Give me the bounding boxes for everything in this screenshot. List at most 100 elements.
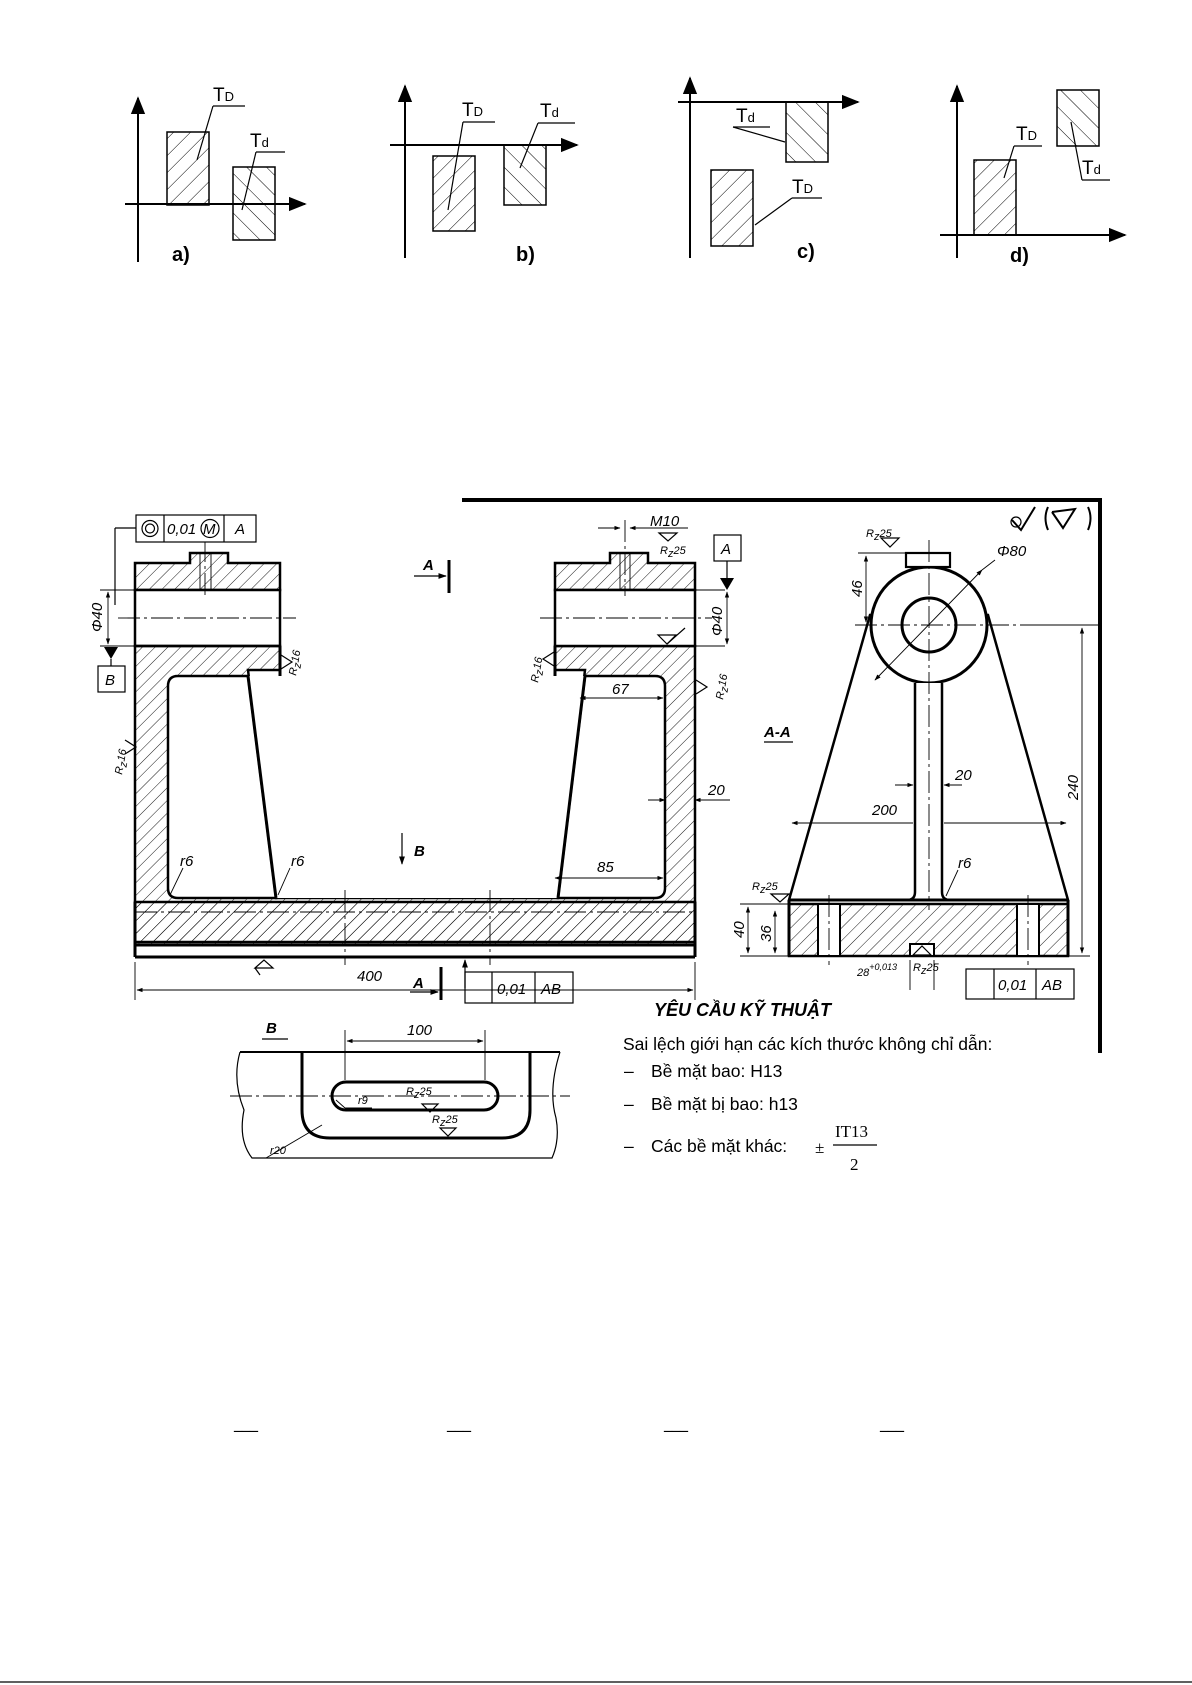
hole-tolerance-label: TD xyxy=(792,177,813,198)
svg-text:Rz16: Rz16 xyxy=(714,672,733,701)
requirement-item: Bề mặt bị bao: h13 xyxy=(651,1094,798,1114)
section-a-a-view: A-A Φ80 46 200 20 xyxy=(731,506,1100,1000)
svg-text:M: M xyxy=(203,521,216,538)
diagram-label: c) xyxy=(797,241,815,263)
front-dimensions: 400 67 85 20 r6 r6 xyxy=(134,681,730,1000)
section-marker-a-top: A xyxy=(414,557,451,593)
view-title: B xyxy=(266,1020,277,1037)
svg-text:2: 2 xyxy=(850,1155,859,1174)
svg-text:Rz16: Rz16 xyxy=(287,648,306,677)
position-tolerance-frame: 0,01 M A xyxy=(114,514,257,605)
svg-text:Rz25: Rz25 xyxy=(913,962,940,977)
shaft-tolerance-label: Td xyxy=(736,106,755,127)
svg-text:240: 240 xyxy=(1065,774,1082,801)
svg-text:67: 67 xyxy=(612,681,629,698)
svg-text:400: 400 xyxy=(357,968,383,985)
left-boss-hatch xyxy=(133,551,282,592)
thread-callout: M10 xyxy=(598,513,688,531)
svg-text:r6: r6 xyxy=(180,853,194,870)
svg-text:A: A xyxy=(720,541,731,558)
svg-text:r9: r9 xyxy=(358,1095,368,1107)
hole-tolerance-label: TD xyxy=(462,100,483,121)
diagram-label: a) xyxy=(172,244,190,266)
tolerance-diagram-c: Td TD c) xyxy=(678,76,860,263)
shaft-tolerance-zone xyxy=(1056,89,1100,147)
drawing-frame xyxy=(462,498,1102,1053)
svg-text:Rz16: Rz16 xyxy=(113,747,132,776)
diagram-label: d) xyxy=(1010,245,1029,267)
datum-a-marker: A xyxy=(713,534,742,590)
svg-text:–: – xyxy=(624,1061,634,1081)
roughness-symbols-front: Rz16 Rz16 Rz16 Rz16 Rz25 xyxy=(113,532,733,976)
svg-text:B: B xyxy=(414,843,425,860)
svg-text:r6: r6 xyxy=(291,853,305,870)
svg-text:Φ40: Φ40 xyxy=(89,602,106,632)
svg-text:AB: AB xyxy=(1041,977,1062,994)
svg-text:Rz25: Rz25 xyxy=(432,1114,459,1129)
svg-text:28+0,013: 28+0,013 xyxy=(856,962,897,979)
requirement-item: Các bề mặt khác: xyxy=(651,1136,787,1156)
svg-text:0,01: 0,01 xyxy=(497,981,526,998)
tolerance-diagram-b: TD Td b) xyxy=(390,84,579,266)
shaft-tolerance-zone xyxy=(785,101,829,163)
section-title: A-A xyxy=(763,724,791,741)
svg-text:Φ40: Φ40 xyxy=(709,606,726,636)
requirements-title: YÊU CẦU KỸ THUẬT xyxy=(654,999,833,1020)
hole-tolerance-label: TD xyxy=(1016,124,1037,145)
svg-text:A: A xyxy=(422,557,434,574)
diagram-label: b) xyxy=(516,244,535,266)
svg-text:___: ___ xyxy=(879,1413,905,1433)
svg-text:100: 100 xyxy=(407,1022,433,1039)
view-b-detail: B 100 r9 r20 Rz25 Rz25 xyxy=(230,1020,570,1159)
svg-text:20: 20 xyxy=(954,767,972,784)
front-section-view xyxy=(118,520,712,965)
general-roughness-symbol xyxy=(1010,506,1092,532)
svg-text:A: A xyxy=(234,521,245,538)
view-marker-b: B xyxy=(399,833,425,865)
svg-text:Rz25: Rz25 xyxy=(866,528,893,543)
svg-text:A: A xyxy=(412,975,424,992)
svg-text:20: 20 xyxy=(707,782,725,799)
technical-requirements: YÊU CẦU KỸ THUẬT Sai lệch giới hạn các k… xyxy=(623,999,992,1174)
dim-phi40-left: Φ40 xyxy=(89,589,135,647)
svg-text:±: ± xyxy=(815,1138,824,1157)
shaft-tolerance-zone xyxy=(232,166,276,241)
tolerance-diagram-d: TD Td d) xyxy=(940,84,1127,267)
svg-text:0,01: 0,01 xyxy=(998,977,1027,994)
svg-text:–: – xyxy=(624,1094,634,1114)
svg-text:___: ___ xyxy=(663,1413,689,1433)
svg-text:200: 200 xyxy=(871,802,898,819)
svg-text:AB: AB xyxy=(540,981,561,998)
shaft-tolerance-label: Td xyxy=(250,131,269,152)
requirements-intro: Sai lệch giới hạn các kích thước không c… xyxy=(623,1033,992,1054)
runout-tolerance-frame: 0,01 AB xyxy=(462,959,574,1004)
hole-tolerance-zone xyxy=(710,169,754,247)
svg-text:___: ___ xyxy=(446,1413,472,1433)
hole-tolerance-zone xyxy=(973,159,1017,236)
svg-text:Φ80: Φ80 xyxy=(997,543,1027,560)
svg-text:Rz25: Rz25 xyxy=(660,545,687,560)
equation-placeholders: ___ ___ ___ ___ xyxy=(233,1413,905,1433)
svg-text:Rz25: Rz25 xyxy=(406,1086,433,1101)
svg-text:–: – xyxy=(624,1136,634,1156)
section-marker-a-bottom: A xyxy=(410,967,443,1000)
base-plate-hatch xyxy=(133,900,697,944)
svg-text:46: 46 xyxy=(849,580,866,597)
svg-text:Rz25: Rz25 xyxy=(752,881,779,896)
dim-phi40-right: Φ40 xyxy=(695,589,730,647)
svg-text:0,01: 0,01 xyxy=(167,521,196,538)
svg-text:___: ___ xyxy=(233,1413,259,1433)
svg-text:Rz16: Rz16 xyxy=(529,655,548,684)
svg-text:r20: r20 xyxy=(270,1145,287,1157)
svg-text:IT13: IT13 xyxy=(835,1122,868,1141)
shaft-tolerance-label: Td xyxy=(540,101,559,122)
svg-text:85: 85 xyxy=(597,859,614,876)
datum-b-marker: B xyxy=(97,647,126,693)
svg-text:36: 36 xyxy=(758,925,775,942)
svg-text:B: B xyxy=(105,672,115,689)
requirement-item: Bề mặt bao: H13 xyxy=(651,1061,782,1081)
hole-tolerance-zone xyxy=(166,131,210,206)
svg-text:M10: M10 xyxy=(650,513,680,530)
shaft-tolerance-label: Td xyxy=(1082,158,1101,179)
